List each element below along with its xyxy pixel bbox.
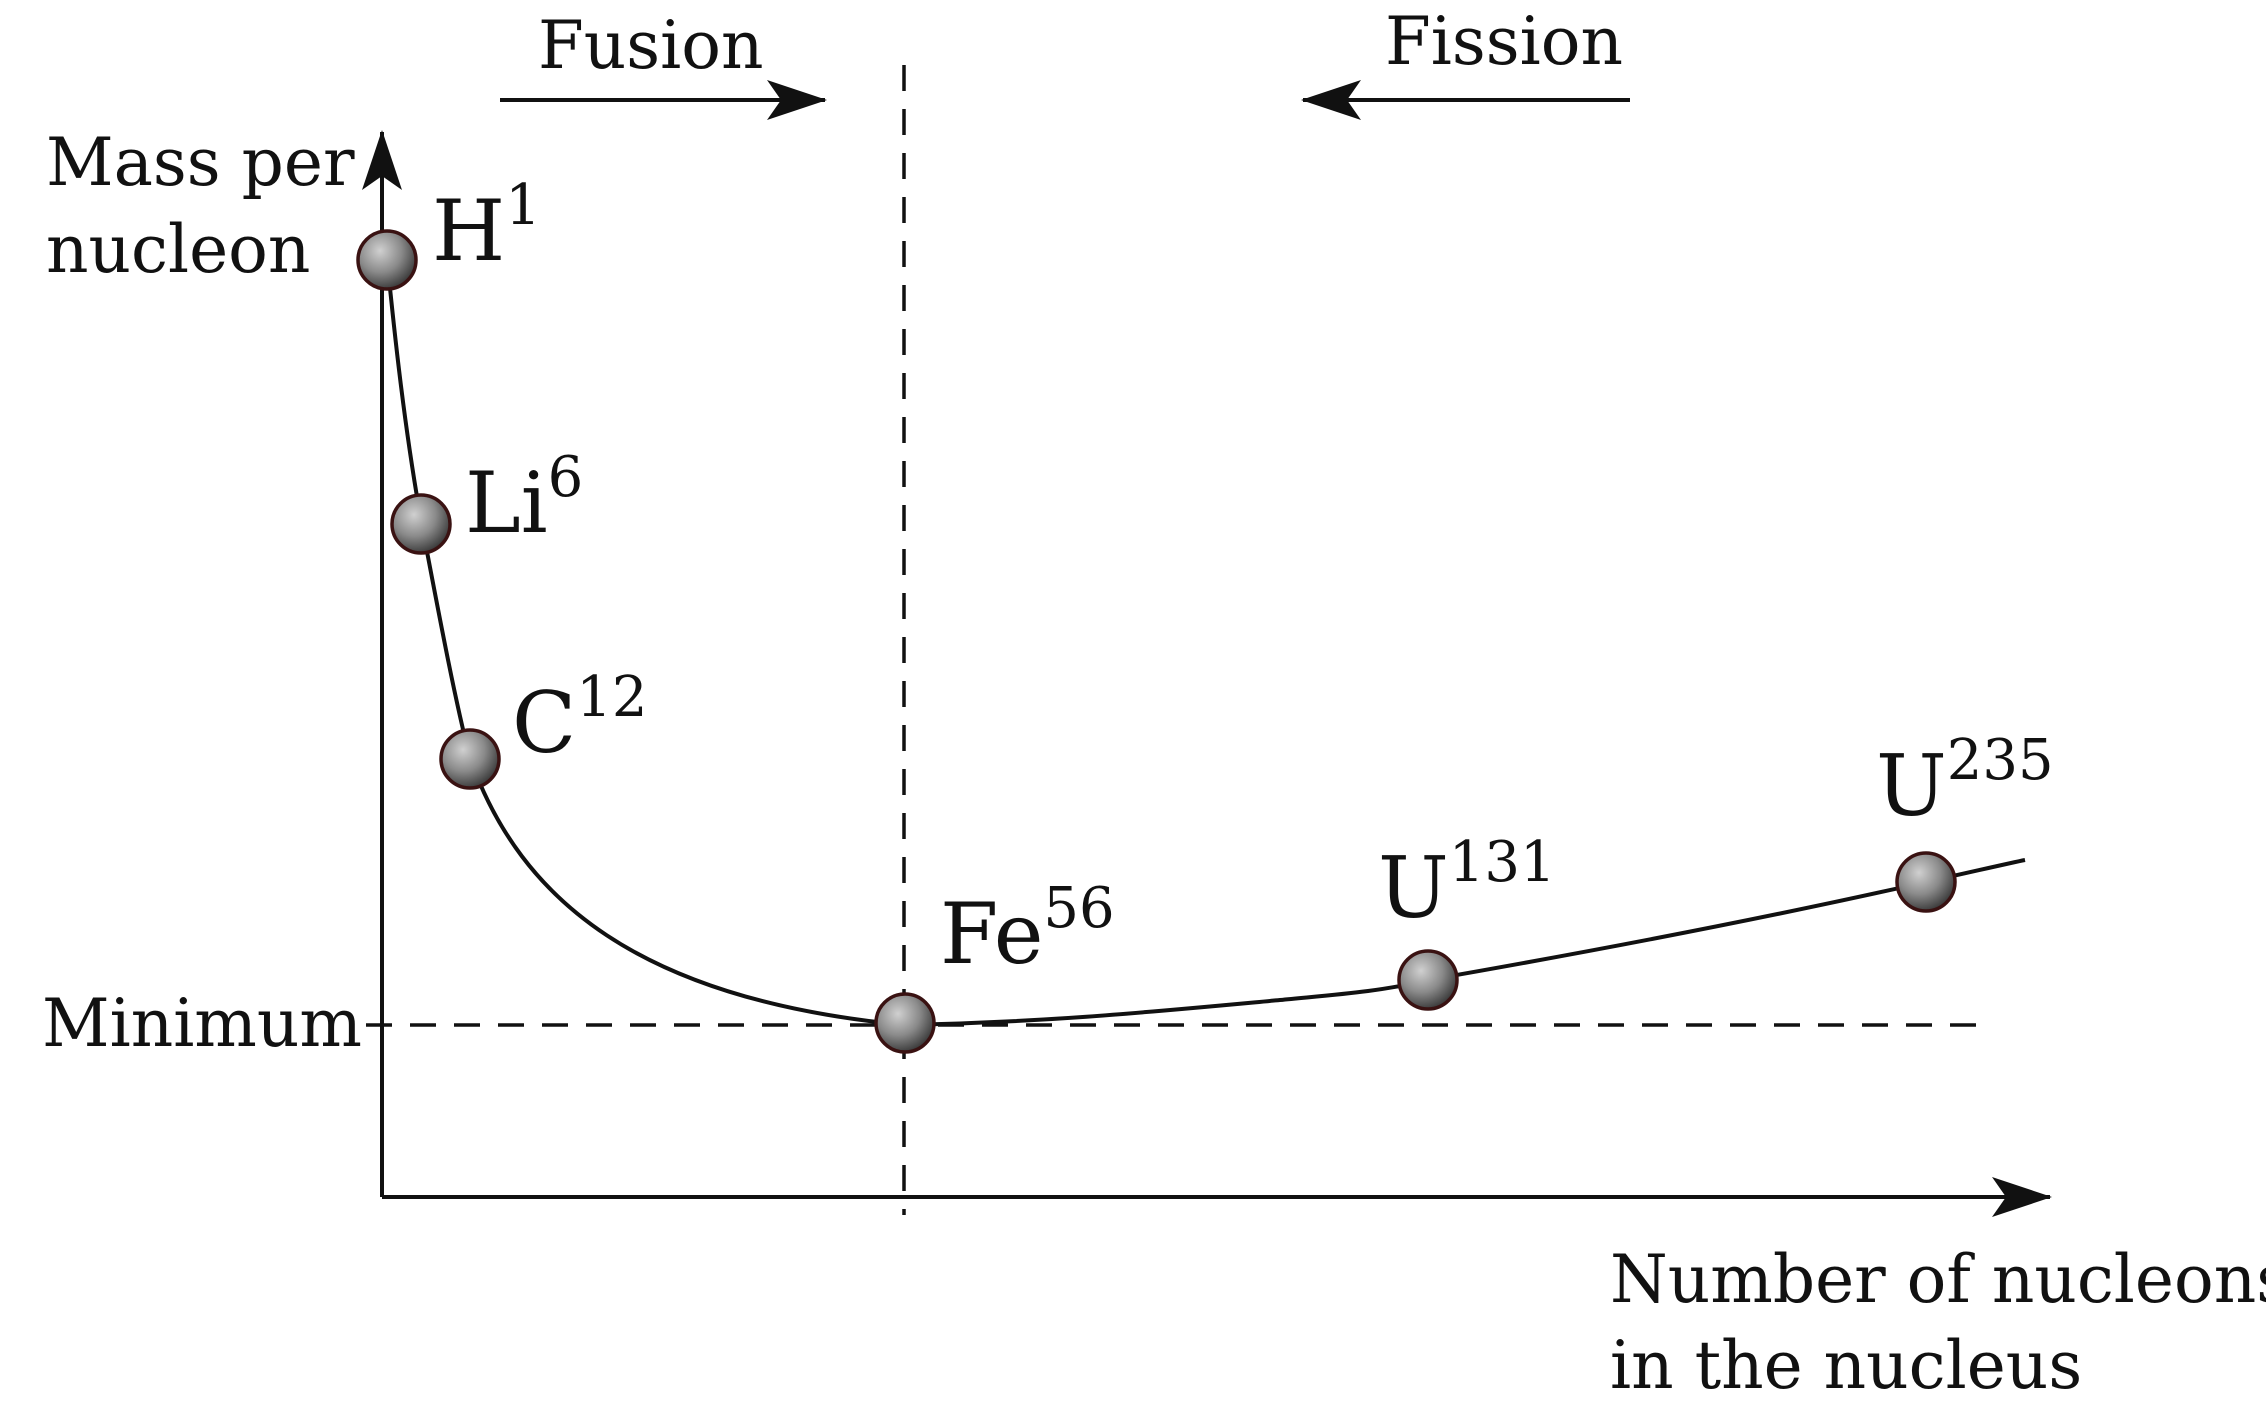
x-axis-label: Number of nucleons in the nucleus [1610,1241,2266,1404]
mass-per-nucleon-curve [385,257,2026,1028]
nuclide-mass-number: 6 [548,445,584,510]
nuclide-marker-fe56 [874,992,936,1054]
y-axis-label-line1: Mass per [46,124,355,201]
nuclide-mass-number: 1 [505,173,541,238]
nuclide-mass-number: 235 [1947,728,2054,793]
nuclide-balls [356,229,1957,1054]
nuclide-marker-h1 [356,229,418,291]
nuclide-symbol: Li [465,454,548,552]
nuclide-label-fe56: Fe56 [940,876,1115,983]
nuclide-label-li6: Li6 [465,445,583,552]
nuclide-label-u131: U131 [1378,830,1556,937]
x-axis-label-line1: Number of nucleons [1610,1241,2266,1318]
nuclide-mass-number: 12 [576,665,647,730]
nuclide-symbol: U [1378,839,1449,937]
nuclide-mass-number: 131 [1449,830,1556,895]
nuclide-symbol: C [512,674,576,772]
nuclide-marker-u235 [1895,851,1957,913]
y-axis-label: Mass per nucleon [46,124,376,288]
nuclide-mass-number: 56 [1043,876,1114,941]
nuclide-label-u235: U235 [1876,728,2054,835]
minimum-label: Minimum [42,985,362,1062]
nuclide-symbol: U [1876,737,1947,835]
fusion-label: Fusion [538,7,764,84]
nuclide-label-h1: H1 [432,173,541,280]
x-axis-label-line2: in the nucleus [1610,1327,2082,1404]
nuclide-marker-c12 [439,728,501,790]
nuclide-marker-li6 [390,493,452,555]
nuclide-label-c12: C12 [512,665,648,772]
fission-label: Fission [1385,3,1623,80]
nuclide-symbol: H [432,182,505,280]
nuclide-symbol: Fe [940,885,1043,983]
nuclide-marker-u131 [1397,949,1459,1011]
y-axis-label-line2: nucleon [46,211,310,288]
